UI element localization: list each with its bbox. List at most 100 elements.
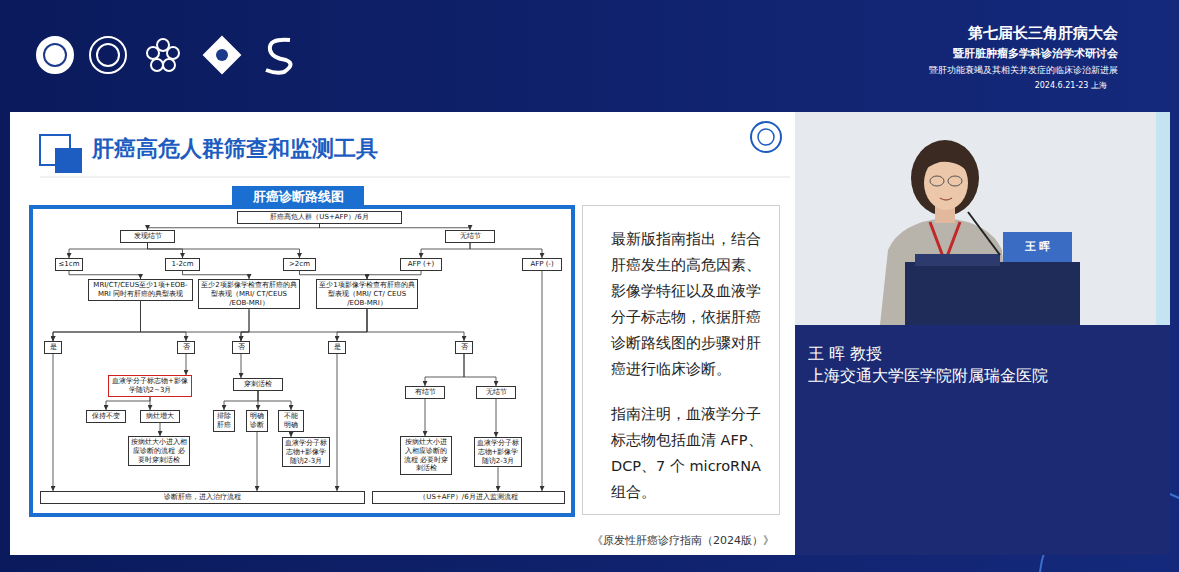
node-text: MRI/CT/CEUS至少1项+EOB-MRI 同时有肝癌的典型表现: [91, 281, 190, 299]
banner-text: 第七届长三角肝病大会: [968, 24, 1118, 43]
flow-arrow: [367, 309, 464, 341]
followup-box: 血液学分子标志物+影像学随访2~3月: [108, 375, 192, 397]
slide-ground: [10, 112, 795, 555]
node-text: 血液学分子标志物+影像学随访2~3月: [111, 377, 189, 395]
flow-arrow: [425, 399, 426, 436]
video-edge: [1156, 112, 1170, 325]
node-text: 上海交通大学医学院附属瑞金医院: [808, 365, 1157, 387]
process-box: 按病灶大小进入相应诊断的流程 必要时穿刺活检: [400, 436, 452, 475]
logo: [44, 44, 66, 66]
result-box: 排除肝癌: [213, 410, 235, 432]
node-text: 是: [47, 343, 59, 352]
node-text: 王 晖 教授: [808, 343, 1157, 365]
flow-arrow: [421, 243, 470, 258]
node-text: 否: [458, 343, 470, 352]
flowchart-frame: [31, 207, 573, 515]
node-text: 有结节: [408, 388, 442, 397]
flow-arrow: [148, 243, 300, 258]
flow-arrow: [69, 243, 148, 258]
source-caption: 《原发性肝癌诊疗指南（2024版）》: [592, 533, 774, 548]
glasses: [930, 176, 944, 186]
video-ground: [795, 112, 1170, 325]
node-text: 保持不变: [89, 412, 123, 421]
flow-arrow: [258, 391, 291, 410]
fringe: [922, 147, 971, 176]
logo: [204, 37, 240, 73]
answer-box: 否: [232, 341, 250, 354]
speaker-panel: 王 晖 教授上海交通大学医学院附属瑞金医院: [795, 325, 1170, 555]
banner-text: 暨肝脏肿瘤多学科诊治学术研讨会: [953, 46, 1118, 61]
afp-box: AFP (+): [400, 258, 442, 271]
map-tab: 肝癌诊断路线图: [232, 186, 364, 207]
logo: [90, 37, 126, 73]
branch-box: 发现结节: [120, 230, 175, 243]
node-text: 不能明确: [281, 412, 301, 430]
node-text: 否: [235, 343, 247, 352]
node-text: 至少1项影像学检查有肝癌的典型表现（MRI/ CT/ CEUS /EOB-MRI…: [319, 281, 415, 307]
result-box: 不能明确: [278, 410, 304, 432]
node-text: AFP (-): [525, 260, 559, 269]
node-text: AFP (+): [403, 260, 439, 269]
flow-arrow: [498, 467, 499, 491]
node-text: 血液学分子标志物+影像学随访2-3月: [477, 439, 519, 465]
node-text: 肝癌高危人群（US+AFP）/6月: [240, 213, 399, 222]
followup-box: 血液学分子标志物+影像学随访2-3月: [474, 437, 522, 467]
answer-box: 是: [328, 341, 346, 354]
microphone: [968, 212, 1000, 255]
process-box: 按病灶大小进入相应诊断的流程 必要时穿刺活检: [128, 436, 190, 466]
mouth: [940, 198, 952, 200]
outcome-box: 诊断肝癌，进入治疗流程: [40, 491, 365, 504]
banner-text: 2024.6.21-23 上海: [1035, 80, 1107, 91]
node-text: >2cm: [286, 260, 313, 269]
flow-arrow: [53, 354, 54, 491]
node-text: 穿刺活检: [236, 380, 280, 389]
answer-box: 否: [177, 341, 195, 354]
size-box: 1-2cm: [165, 258, 200, 271]
node-text: 按病灶大小进入相应诊断的流程 必要时穿刺活检: [131, 438, 187, 464]
size-box: ≤1cm: [55, 258, 83, 271]
hospital-logo: [758, 129, 774, 145]
node-text: 病灶增大: [143, 412, 177, 421]
flow-arrow: [106, 397, 150, 411]
logo: [147, 39, 179, 71]
flow-arrow: [337, 309, 367, 341]
node-text: 明确诊断: [249, 412, 265, 430]
flow-arrow: [241, 309, 249, 341]
hair: [911, 140, 979, 216]
name-card: [1003, 232, 1072, 262]
flow-arrow: [542, 271, 543, 491]
podium-screen: [915, 254, 1000, 266]
flow-arrow: [148, 243, 183, 258]
imaging-box: 至少2项影像学检查有肝癌的典型表现（MRI/ CT/CEUS /EOB-MRI）: [198, 279, 300, 309]
flow-arrow: [224, 391, 258, 410]
logo: [97, 44, 119, 66]
flow-arrow: [150, 397, 151, 411]
imaging-box: 至少1项影像学检查有肝癌的典型表现（MRI/ CT/ CEUS /EOB-MRI…: [316, 279, 418, 309]
banner-text: 暨肝功能衰竭及其相关并发症的临床诊治新进展: [929, 65, 1118, 77]
flow-arrow: [53, 301, 141, 342]
logo: [37, 37, 73, 73]
flow-arrow: [53, 309, 249, 341]
node-text: 肝癌诊断路线图: [232, 186, 364, 207]
slide-title: 肝癌高危人群筛查和监测工具: [92, 134, 378, 164]
result-box: 保持不变: [86, 410, 126, 423]
flow-arrow: [425, 354, 464, 386]
branch-box: 有结节: [405, 386, 445, 399]
flow-arrow: [183, 271, 250, 279]
result-box: 明确诊断: [246, 410, 268, 432]
afp-box: AFP (-): [522, 258, 562, 271]
flow-arrow: [186, 354, 187, 375]
node-text: 1-2cm: [168, 260, 197, 269]
answer-box: 否: [455, 341, 473, 354]
imaging-box: MRI/CT/CEUS至少1项+EOB-MRI 同时有肝癌的典型表现: [88, 279, 193, 301]
flow-arrow: [470, 243, 542, 258]
node-text: 诊断肝癌，进入治疗流程: [43, 493, 362, 502]
flow-arrow: [367, 271, 421, 279]
node-text: 至少2项影像学检查有肝癌的典型表现（MRI/ CT/CEUS /EOB-MRI）: [201, 281, 297, 307]
flow-arrow: [257, 432, 258, 492]
text-panel: 最新版指南指出，结合肝癌发生的高危因素、影像学特征以及血液学分子标志物，依据肝癌…: [582, 205, 780, 515]
title-rule: [40, 177, 790, 178]
flow-arrow: [496, 399, 497, 437]
flow-arrow: [160, 423, 161, 436]
